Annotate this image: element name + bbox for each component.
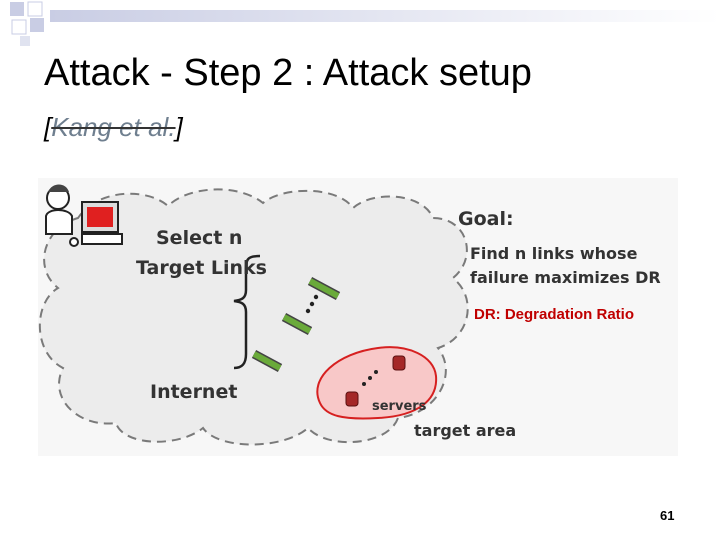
page-number: 61 bbox=[660, 508, 675, 523]
select-label-line2: Target Links bbox=[136, 257, 267, 279]
dr-definition: DR: Degradation Ratio bbox=[474, 306, 634, 323]
link-group-brace bbox=[233, 254, 261, 370]
servers-label: servers bbox=[372, 399, 427, 414]
goal-line1: Find n links whose bbox=[470, 244, 638, 263]
server-icon-2 bbox=[345, 391, 359, 407]
select-label-line1: Select n bbox=[156, 227, 242, 249]
citation: [Kang et al.] bbox=[44, 112, 183, 143]
slide-title: Attack - Step 2 : Attack setup bbox=[44, 52, 532, 94]
title-decoration bbox=[10, 1, 720, 46]
server-icon-1 bbox=[392, 355, 406, 371]
internet-label: Internet bbox=[150, 381, 237, 403]
target-link-2 bbox=[281, 313, 313, 335]
server-ellipsis bbox=[362, 370, 378, 386]
goal-line2: failure maximizes DR bbox=[470, 268, 661, 287]
attacker-icon bbox=[45, 184, 123, 247]
attack-setup-figure: Select n Target Links Internet Goal: Fin… bbox=[38, 178, 678, 456]
link-ellipsis bbox=[305, 294, 319, 314]
citation-close-bracket: ] bbox=[175, 112, 183, 142]
citation-open-bracket: [ bbox=[44, 112, 52, 142]
target-link-1 bbox=[307, 277, 341, 300]
target-link-3 bbox=[251, 350, 283, 372]
target-area-label: target area bbox=[414, 421, 516, 440]
goal-label: Goal: bbox=[458, 208, 514, 230]
citation-link[interactable]: Kang et al. bbox=[51, 112, 176, 142]
